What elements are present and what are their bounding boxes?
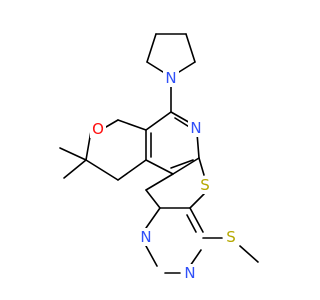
label-bg (197, 176, 213, 194)
label-bg (163, 69, 179, 87)
bond (170, 159, 194, 169)
label-bg (138, 228, 154, 246)
atom-n-pyrimidine-1: N (140, 228, 151, 246)
bond (185, 33, 196, 63)
atom-n-pyrrolidine: N (165, 69, 176, 87)
label-bg (90, 120, 106, 138)
bond (189, 207, 204, 233)
bond (186, 214, 197, 233)
atom-s-thioether: S (226, 228, 236, 246)
atom-s-thiophene: S (200, 176, 210, 194)
bond (145, 173, 174, 191)
bond (117, 159, 147, 181)
pyridine-ring (145, 111, 200, 175)
label-bg (182, 264, 198, 282)
bond (146, 33, 157, 63)
label-bg (188, 119, 204, 137)
bond (63, 159, 87, 179)
bond (196, 132, 200, 159)
atom-n-pyridine: N (190, 119, 201, 137)
bond (145, 207, 161, 229)
pyrimidine-ring (145, 207, 204, 274)
bond (172, 157, 200, 175)
atom-n-pyrimidine-2: N (184, 264, 195, 282)
label-bg (223, 228, 239, 246)
bond (145, 159, 174, 175)
thiophene-ring (145, 157, 205, 209)
bond (145, 245, 158, 267)
pyran-ring (59, 119, 147, 181)
bond (198, 157, 205, 176)
bond (59, 147, 87, 161)
molecule-canvas: N O N S N N S (59, 33, 259, 282)
atom-labels: N O N S N N S (90, 69, 239, 282)
structure-diagram: N O N S N N S (59, 33, 259, 282)
bond (239, 245, 259, 263)
bond (117, 119, 147, 131)
bond (189, 249, 202, 267)
bond (145, 111, 172, 131)
atom-o-pyran: O (92, 120, 104, 138)
bond (105, 119, 119, 128)
bond (85, 159, 119, 181)
bond (145, 189, 161, 209)
bond (189, 193, 205, 209)
